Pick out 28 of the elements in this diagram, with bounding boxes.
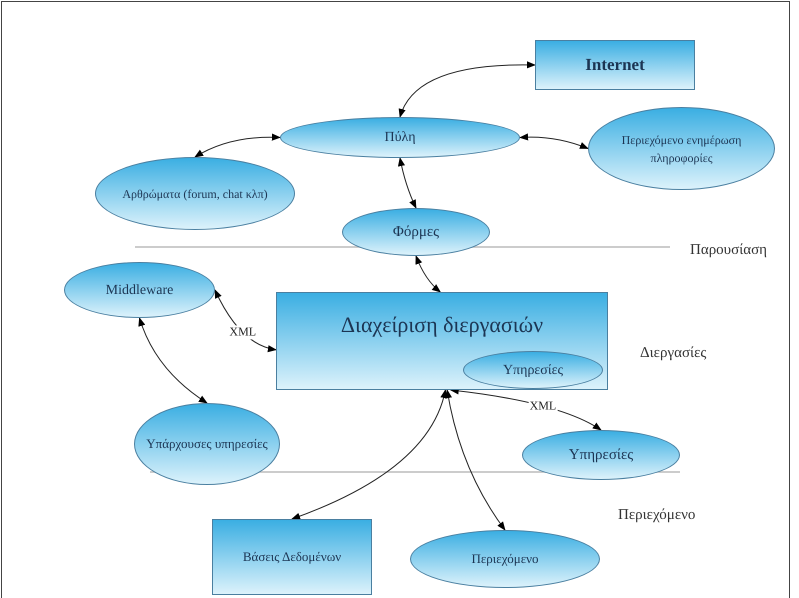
- arrow: [291, 389, 447, 520]
- layer-label: Περιεχόμενο: [618, 507, 696, 524]
- process-box: [212, 519, 372, 595]
- layer-label: Παρουσίαση: [690, 242, 768, 259]
- node-label: Middleware: [104, 282, 174, 300]
- node-label: Αρθρώματα (forum, chat κλπ): [121, 186, 269, 202]
- node-label: Περιεχόμενο ενημέρωση πληροφορίες: [620, 132, 742, 166]
- arrow: [398, 157, 416, 209]
- node-label: Βάσεις Δεδομένων: [242, 548, 342, 566]
- edge-label: XML: [228, 326, 258, 340]
- node-label: Διαχείριση διεργασιών: [340, 310, 544, 339]
- node-label: Υπηρεσίες: [568, 446, 634, 465]
- process-box: [276, 292, 608, 390]
- arrow: [399, 61, 536, 118]
- node-label: Πύλη: [383, 129, 417, 147]
- process-box: [535, 40, 695, 90]
- node-label: Φόρμες: [392, 222, 440, 242]
- node-label: Περιεχόμενο: [470, 550, 540, 568]
- arrow: [194, 134, 281, 158]
- edge-label: XML: [528, 399, 558, 413]
- arrow: [138, 317, 208, 404]
- arrow: [416, 255, 441, 293]
- node-label: Υπάρχουσες υπηρεσίες: [145, 435, 269, 454]
- node-label: Υπηρεσίες: [502, 362, 564, 380]
- layer-label: Διεργασίες: [640, 345, 706, 362]
- arrow: [519, 133, 589, 149]
- node-label: Internet: [584, 54, 646, 76]
- arrow: [445, 389, 506, 531]
